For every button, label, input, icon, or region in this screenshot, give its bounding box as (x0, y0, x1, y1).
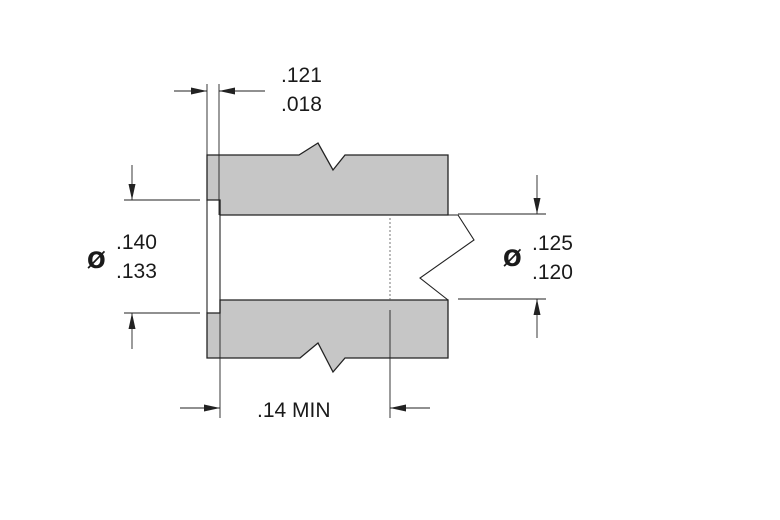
id-lower-value: .120 (532, 261, 573, 284)
depth-value: .14 MIN (257, 399, 331, 422)
id-arrow-top (533, 198, 541, 214)
id-arrow-bottom (533, 299, 541, 315)
id-diameter-symbol: Ø (503, 247, 522, 272)
part-section-bottom (206, 299, 449, 374)
od-upper-value: .140 (116, 231, 157, 254)
id-upper-value: .125 (532, 232, 573, 255)
od-arrow-top (128, 184, 136, 200)
od-diameter-symbol: Ø (87, 249, 106, 274)
flange-thickness-lower: .018 (281, 93, 322, 116)
flange-arrow-right (219, 87, 235, 95)
flange-arrow-left (191, 87, 207, 95)
od-lower-value: .133 (116, 260, 157, 283)
od-arrow-bottom (128, 313, 136, 329)
part-section-top (206, 142, 449, 216)
depth-arrow-right (390, 404, 406, 412)
flange-thickness-upper: .121 (281, 64, 322, 87)
bore-break-line (419, 214, 475, 301)
depth-arrow-left (204, 404, 220, 412)
